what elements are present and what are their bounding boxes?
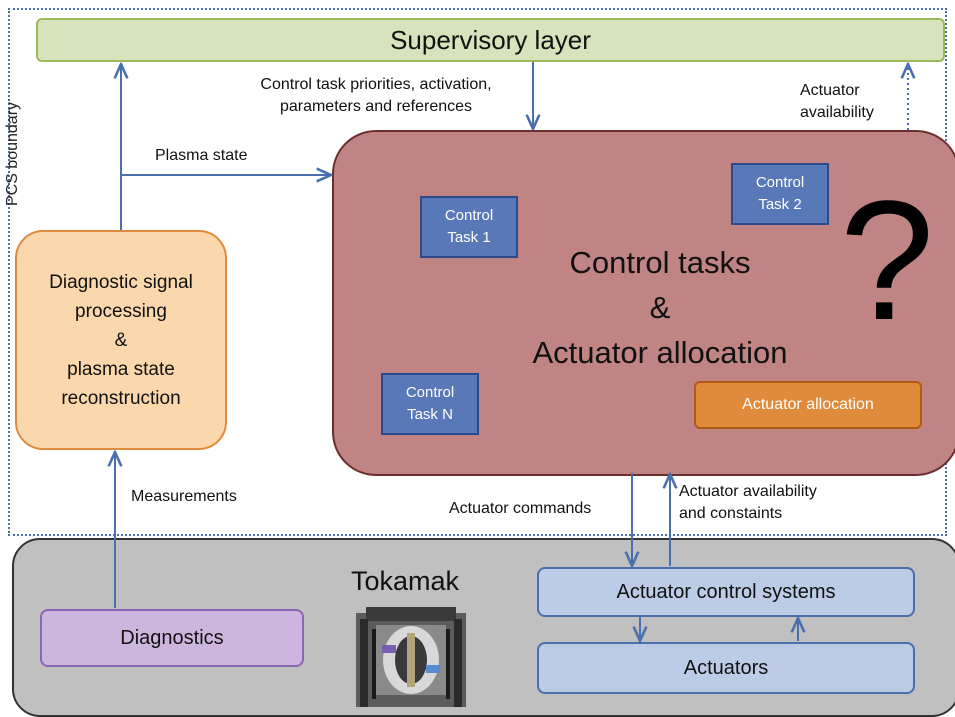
- availability-line: availability: [800, 104, 874, 121]
- plasma-state-label: Plasma state: [155, 147, 248, 164]
- supervisory-layer-label: Supervisory layer: [390, 24, 591, 55]
- diagnostics-box: Diagnostics: [40, 609, 304, 667]
- actuator-commands-label: Actuator commands: [449, 500, 592, 517]
- control-task-2: Control Task 2: [731, 163, 829, 225]
- task-label-line: Control: [444, 207, 494, 224]
- task-label-line: Task N: [407, 406, 453, 423]
- diag-proc-line: processing: [75, 300, 167, 322]
- control-task-1: Control Task 1: [420, 196, 518, 258]
- actuators-box: Actuators: [537, 642, 915, 694]
- title-line: &: [649, 290, 671, 325]
- measurements-label: Measurements: [131, 488, 237, 505]
- priorities-label: Control task priorities, activation, par…: [224, 74, 528, 118]
- title-line: Actuator allocation: [532, 335, 788, 370]
- diagnostic-processing-box: Diagnostic signal processing & plasma st…: [15, 230, 227, 450]
- tokamak-label: Tokamak: [350, 566, 460, 596]
- task-label-line: Task 1: [447, 229, 491, 246]
- task-label-line: Control: [755, 174, 805, 191]
- actuator-control-systems-label: Actuator control systems: [616, 580, 836, 603]
- constraints-line: and constaints: [679, 505, 783, 522]
- priorities-line: parameters and references: [279, 98, 473, 115]
- priorities-line: Control task priorities, activation,: [260, 76, 492, 93]
- title-line: Control tasks: [569, 245, 751, 280]
- diag-proc-line: plasma state: [67, 358, 175, 380]
- diag-proc-line: reconstruction: [61, 387, 181, 409]
- task-label-line: Task 2: [758, 196, 802, 213]
- supervisory-layer: Supervisory layer: [36, 18, 945, 62]
- constraints-line: Actuator availability: [679, 483, 817, 500]
- control-task-n: Control Task N: [381, 373, 479, 435]
- actuator-availability-constraints-label: Actuator availability and constaints: [679, 481, 817, 525]
- actuator-availability-top-label: Actuator availability: [800, 80, 874, 124]
- actuator-control-systems-box: Actuator control systems: [537, 567, 915, 617]
- actuator-allocation-box: Actuator allocation: [694, 381, 922, 429]
- actuators-label: Actuators: [683, 656, 769, 679]
- tokamak-image: [356, 607, 466, 707]
- diag-proc-line: Diagnostic signal: [49, 271, 193, 293]
- task-label-line: Control: [405, 384, 455, 401]
- control-tasks-title: Control tasks & Actuator allocation: [450, 240, 870, 375]
- diagnostics-label: Diagnostics: [120, 626, 224, 649]
- diag-proc-line: &: [114, 329, 128, 351]
- actuator-allocation-label: Actuator allocation: [742, 396, 874, 413]
- question-mark-icon: ?: [839, 166, 935, 356]
- availability-line: Actuator: [800, 82, 860, 99]
